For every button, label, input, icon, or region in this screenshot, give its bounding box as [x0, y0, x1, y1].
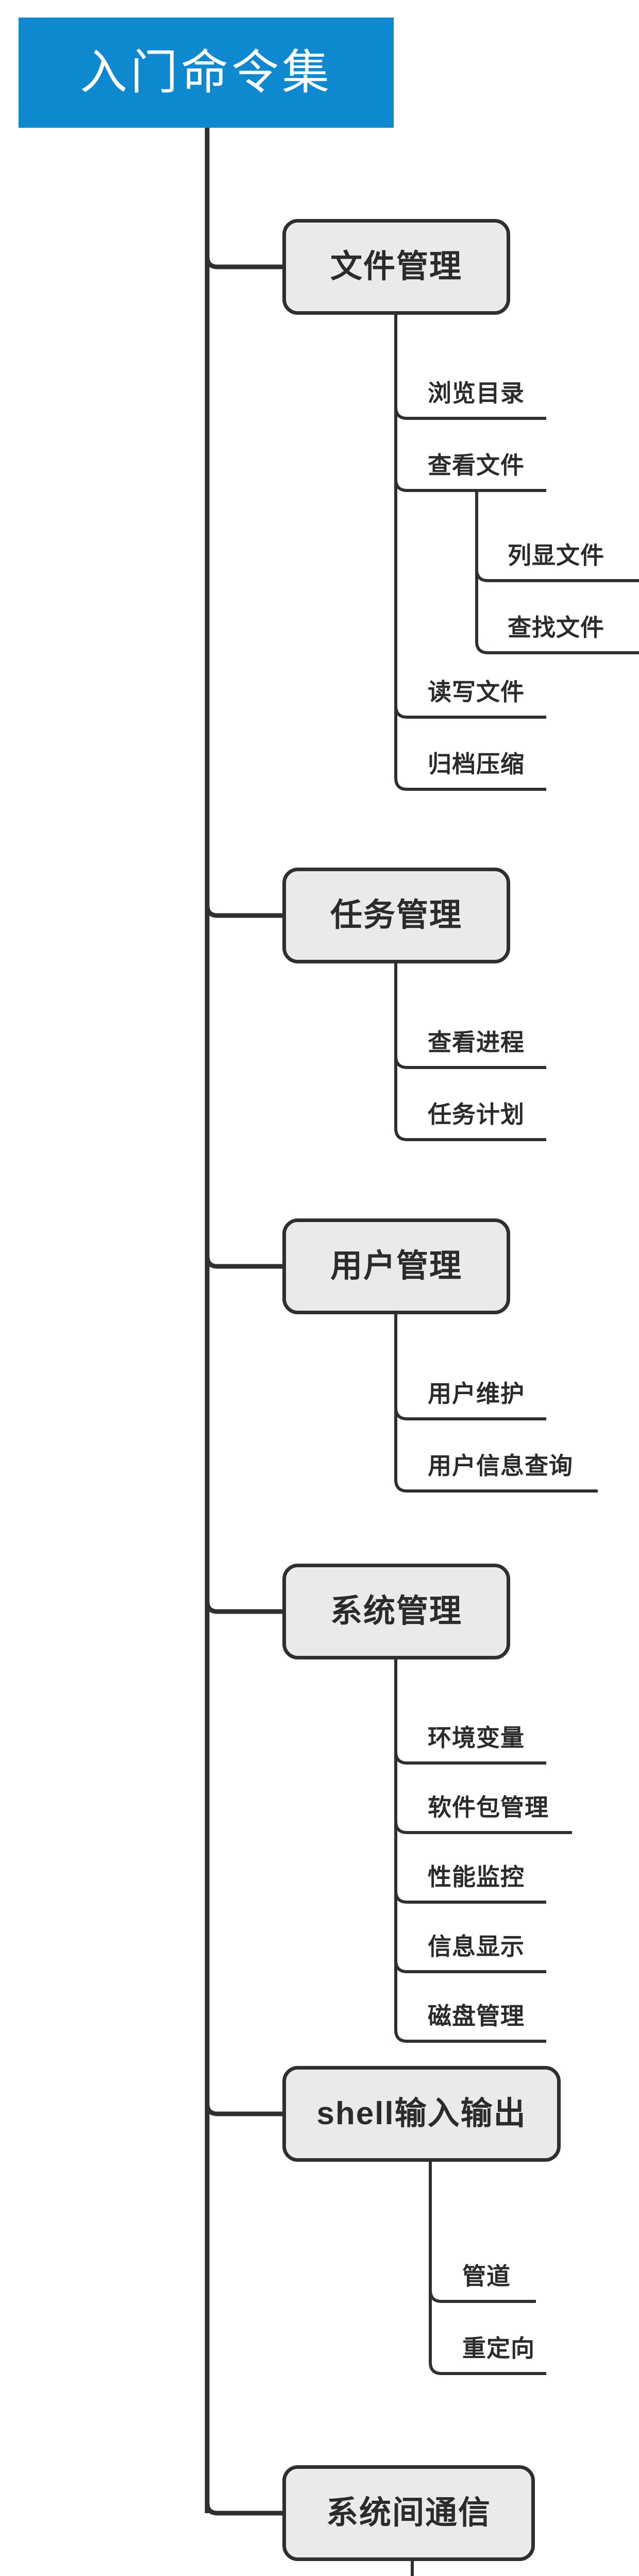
- leaf-node-package-management[interactable]: 软件包管理: [428, 1795, 549, 1819]
- leaf-node-label: 任务计划: [428, 1101, 525, 1128]
- leaf-node-pipe[interactable]: 管道: [462, 2264, 511, 2288]
- branch-node-system-management[interactable]: 系统管理: [282, 1564, 510, 1659]
- leaf-node-label: 查看文件: [428, 452, 525, 479]
- leaf-node-label: 性能监控: [428, 1863, 525, 1890]
- branch-node-label: 文件管理: [330, 249, 462, 284]
- leaf-node-label: 读写文件: [428, 679, 525, 705]
- leaf-node-user-maintenance[interactable]: 用户维护: [428, 1382, 525, 1405]
- leaf-node-browse-directory[interactable]: 浏览目录: [428, 381, 525, 405]
- leaf-node-label: 环境变量: [428, 1724, 525, 1751]
- leaf-node-label: 归档压缩: [428, 751, 525, 777]
- leaf-node-label: 浏览目录: [428, 380, 525, 406]
- leaf-node-scheduled-tasks[interactable]: 任务计划: [428, 1103, 525, 1126]
- leaf-node-label: 软件包管理: [428, 1794, 549, 1821]
- leaf-node-label: 重定向: [462, 2335, 535, 2362]
- branch-node-label: 用户管理: [330, 1248, 462, 1284]
- leaf-node-label: 管道: [462, 2263, 511, 2290]
- leaf-node-performance-monitoring[interactable]: 性能监控: [428, 1865, 525, 1889]
- leaf-node-label: 查看进程: [428, 1029, 525, 1056]
- leaf-node-find-files[interactable]: 查找文件: [508, 616, 604, 639]
- branch-node-label: 任务管理: [330, 897, 462, 933]
- leaf-node-read-write-file[interactable]: 读写文件: [428, 680, 525, 704]
- leaf-node-archive-compress[interactable]: 归档压缩: [428, 752, 525, 776]
- leaf-node-disk-management[interactable]: 磁盘管理: [428, 2004, 525, 2028]
- leaf-node-view-processes[interactable]: 查看进程: [428, 1030, 525, 1054]
- leaf-node-environment-variables[interactable]: 环境变量: [428, 1726, 525, 1750]
- branch-node-user-management[interactable]: 用户管理: [282, 1218, 510, 1314]
- leaf-node-user-info-query[interactable]: 用户信息查询: [428, 1454, 573, 1478]
- branch-node-shell-io[interactable]: shell输入输出: [282, 2066, 561, 2162]
- branch-node-inter-system-communication[interactable]: 系统间通信: [282, 2465, 535, 2561]
- leaf-node-label: 磁盘管理: [428, 2003, 525, 2029]
- leaf-node-label: 用户信息查询: [428, 1452, 573, 1479]
- root-node-label: 入门命令集: [79, 46, 332, 99]
- root-node[interactable]: 入门命令集: [19, 18, 394, 128]
- branch-node-label: 系统管理: [330, 1594, 462, 1629]
- branch-node-file-management[interactable]: 文件管理: [282, 219, 510, 315]
- leaf-node-label: 列显文件: [508, 542, 604, 569]
- branch-node-task-management[interactable]: 任务管理: [282, 868, 510, 963]
- leaf-node-label: 查找文件: [508, 614, 604, 641]
- leaf-node-view-file[interactable]: 查看文件: [428, 453, 525, 477]
- branch-node-label: 系统间通信: [326, 2495, 491, 2531]
- branch-node-label: shell输入输出: [316, 2096, 527, 2131]
- leaf-node-list-files[interactable]: 列显文件: [508, 544, 604, 567]
- leaf-node-redirection[interactable]: 重定向: [462, 2336, 535, 2360]
- leaf-node-label: 信息显示: [428, 1933, 525, 1960]
- leaf-node-information-display[interactable]: 信息显示: [428, 1935, 525, 1958]
- leaf-node-label: 用户维护: [428, 1380, 525, 1407]
